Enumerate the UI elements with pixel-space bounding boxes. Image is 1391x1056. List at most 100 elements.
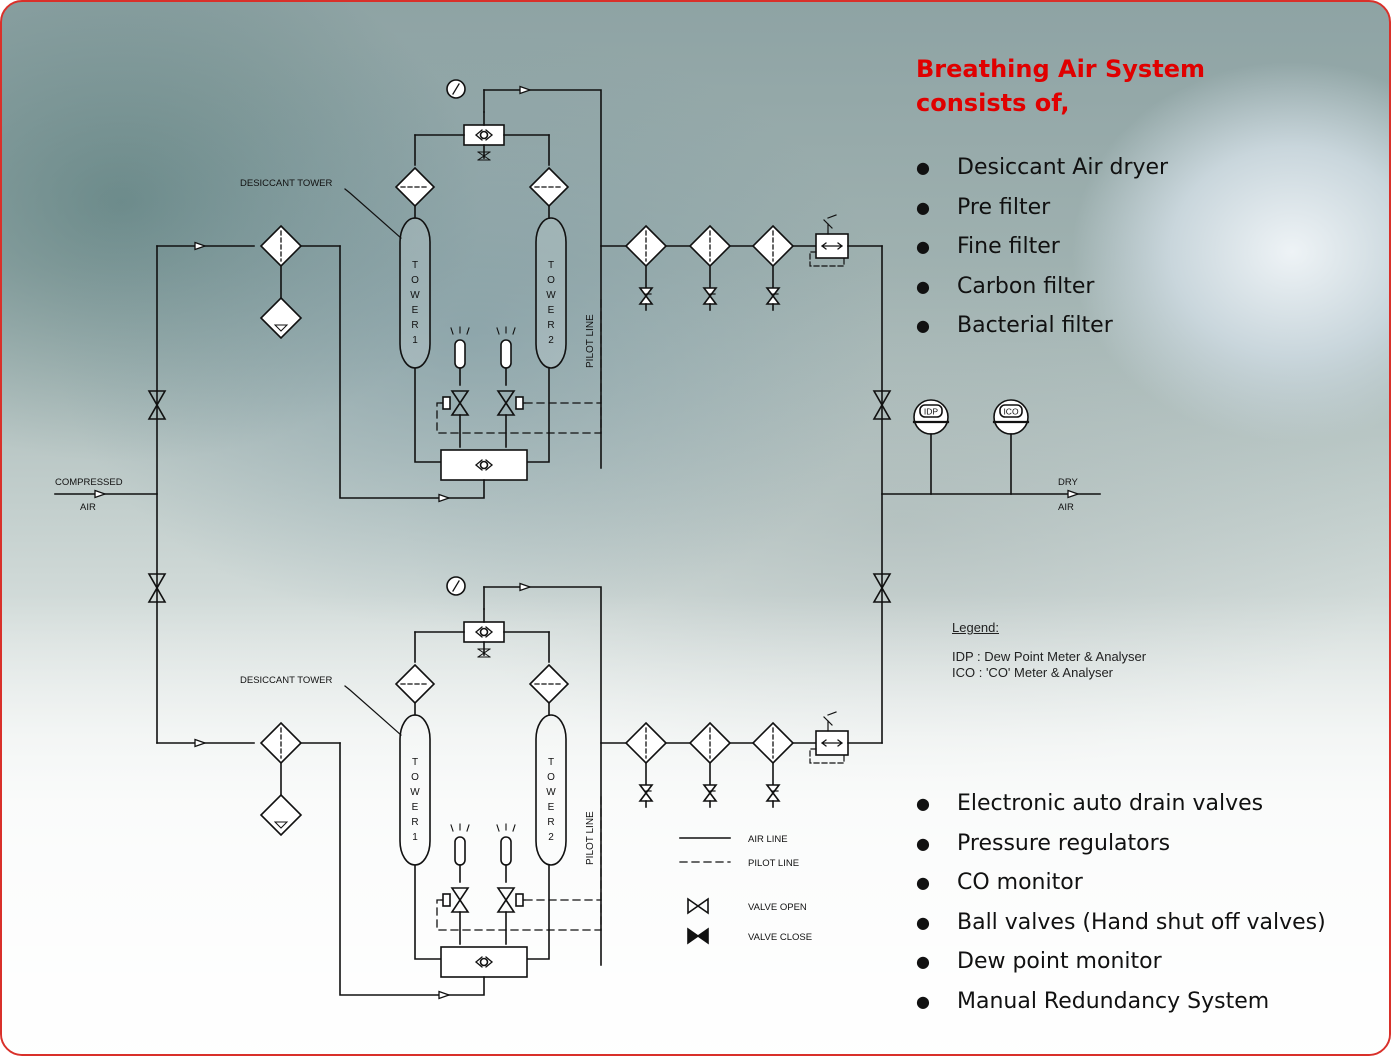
desiccant-tower-label: DESICCANT TOWER — [240, 675, 333, 686]
gauge-needle — [452, 580, 460, 592]
pilot-line — [436, 402, 602, 434]
drain-trap-symbol — [259, 793, 303, 837]
key-label: AIR LINE — [748, 834, 788, 845]
valve-symbol — [147, 573, 167, 603]
drain-valve-symbol — [702, 784, 718, 802]
tower-letter: 1 — [412, 335, 418, 346]
pilot-line — [436, 899, 602, 931]
exhaust-silencer — [454, 339, 466, 369]
pilot-line-label: PILOT LINE — [585, 314, 596, 368]
valve-symbol — [496, 390, 516, 416]
list-bottom-item: Pressure regulators — [916, 824, 1326, 864]
valve-symbol — [450, 390, 470, 416]
tower-letter: O — [411, 772, 419, 783]
changeover-valve-ball — [479, 627, 489, 637]
list-bottom-item: Manual Redundancy System — [916, 982, 1326, 1022]
flow-arrow — [519, 85, 531, 95]
changeover-valve-ball — [479, 957, 489, 967]
exhaust-lines — [450, 326, 470, 335]
valve-symbol — [872, 390, 892, 420]
changeover-valve-ball — [479, 130, 489, 140]
drain-trap-float — [273, 324, 289, 332]
drain-valve-symbol — [702, 287, 718, 305]
tower-letter: T — [412, 260, 418, 271]
tower-letter: R — [547, 320, 554, 331]
list-bottom-item: Dew point monitor — [916, 942, 1326, 982]
tower-letter: E — [548, 802, 555, 813]
list-bottom-item: Electronic auto drain valves — [916, 784, 1326, 824]
exhaust-silencer — [454, 836, 466, 866]
drain-trap-float — [273, 821, 289, 829]
solenoid-actuator — [442, 396, 451, 410]
tower-letter: E — [412, 305, 419, 316]
flow-arrow — [1067, 489, 1079, 499]
list-top-item: Fine filter — [916, 227, 1168, 267]
valve-symbol — [687, 897, 709, 915]
solenoid-actuator — [515, 396, 524, 410]
regulator-adjust — [823, 711, 837, 732]
exhaust-silencer — [500, 836, 512, 866]
component-list-bottom: Electronic auto drain valvesPressure reg… — [916, 784, 1326, 1021]
flow-arrow — [194, 241, 206, 251]
tower-letter: 2 — [548, 832, 554, 843]
air-line — [459, 367, 507, 386]
drain-valve-symbol — [638, 784, 654, 802]
legend-line-idp: IDP : Dew Point Meter & Analyser — [952, 649, 1147, 664]
solenoid-actuator — [515, 893, 524, 907]
regulator-arrows — [821, 739, 843, 747]
tower-letter: R — [547, 817, 554, 828]
legend-title: Legend: — [952, 620, 999, 635]
drain-trap-symbol — [259, 296, 303, 340]
flow-arrow — [94, 489, 106, 499]
changeover-valve-box — [463, 124, 505, 146]
list-top-item: Pre filter — [916, 188, 1168, 228]
section-title: Breathing Air System consists of, — [916, 55, 1205, 117]
exhaust-lines — [496, 326, 516, 335]
tower-letter: T — [548, 260, 554, 271]
tower-letter: E — [548, 305, 555, 316]
desiccant-tower-2 — [535, 714, 567, 866]
monitor-badge — [919, 404, 943, 418]
valve-symbol — [450, 887, 470, 913]
tower-letter: O — [411, 275, 419, 286]
air-line — [414, 631, 550, 663]
air-line — [339, 742, 485, 996]
flow-arrow — [519, 582, 531, 592]
air-line — [414, 702, 550, 716]
gauge-needle — [452, 83, 460, 95]
pilot-line-label: PILOT LINE — [585, 811, 596, 865]
desiccant-tower-2 — [535, 217, 567, 369]
regulator-sense-line — [809, 748, 845, 764]
tower-letter: R — [411, 320, 418, 331]
legend: Legend: IDP : Dew Point Meter & Analyser… — [952, 620, 1146, 681]
air-line — [459, 911, 507, 945]
outlet-label: DRY — [1058, 477, 1079, 488]
air-line — [414, 864, 550, 960]
tower-letter: W — [546, 787, 556, 798]
tower-letter: O — [547, 275, 555, 286]
flow-arrow — [438, 990, 450, 1000]
tower-letter: T — [548, 757, 554, 768]
drain-valve-symbol — [638, 287, 654, 305]
changeover-valve-box — [440, 946, 528, 978]
air-line — [459, 414, 507, 448]
air-line — [414, 205, 550, 219]
flow-arrow — [194, 738, 206, 748]
changeover-valve-arrows — [475, 129, 493, 141]
inlet-label: AIR — [80, 502, 96, 513]
valve-symbol — [147, 390, 167, 420]
list-bottom-item: CO monitor — [916, 863, 1326, 903]
drain-valve-symbol — [765, 784, 781, 802]
key-label: VALVE CLOSE — [748, 932, 812, 943]
list-top-item: Bacterial filter — [916, 306, 1168, 346]
flow-arrow — [438, 493, 450, 503]
tower-letter: T — [412, 757, 418, 768]
exhaust-lines — [450, 823, 470, 832]
changeover-valve-arrows — [475, 626, 493, 638]
orifice-symbol — [477, 151, 491, 161]
monitor-badge — [999, 404, 1023, 418]
regulator-sense-line — [809, 251, 845, 267]
exhaust-lines — [496, 823, 516, 832]
desiccant-tower-label: DESICCANT TOWER — [240, 178, 333, 189]
